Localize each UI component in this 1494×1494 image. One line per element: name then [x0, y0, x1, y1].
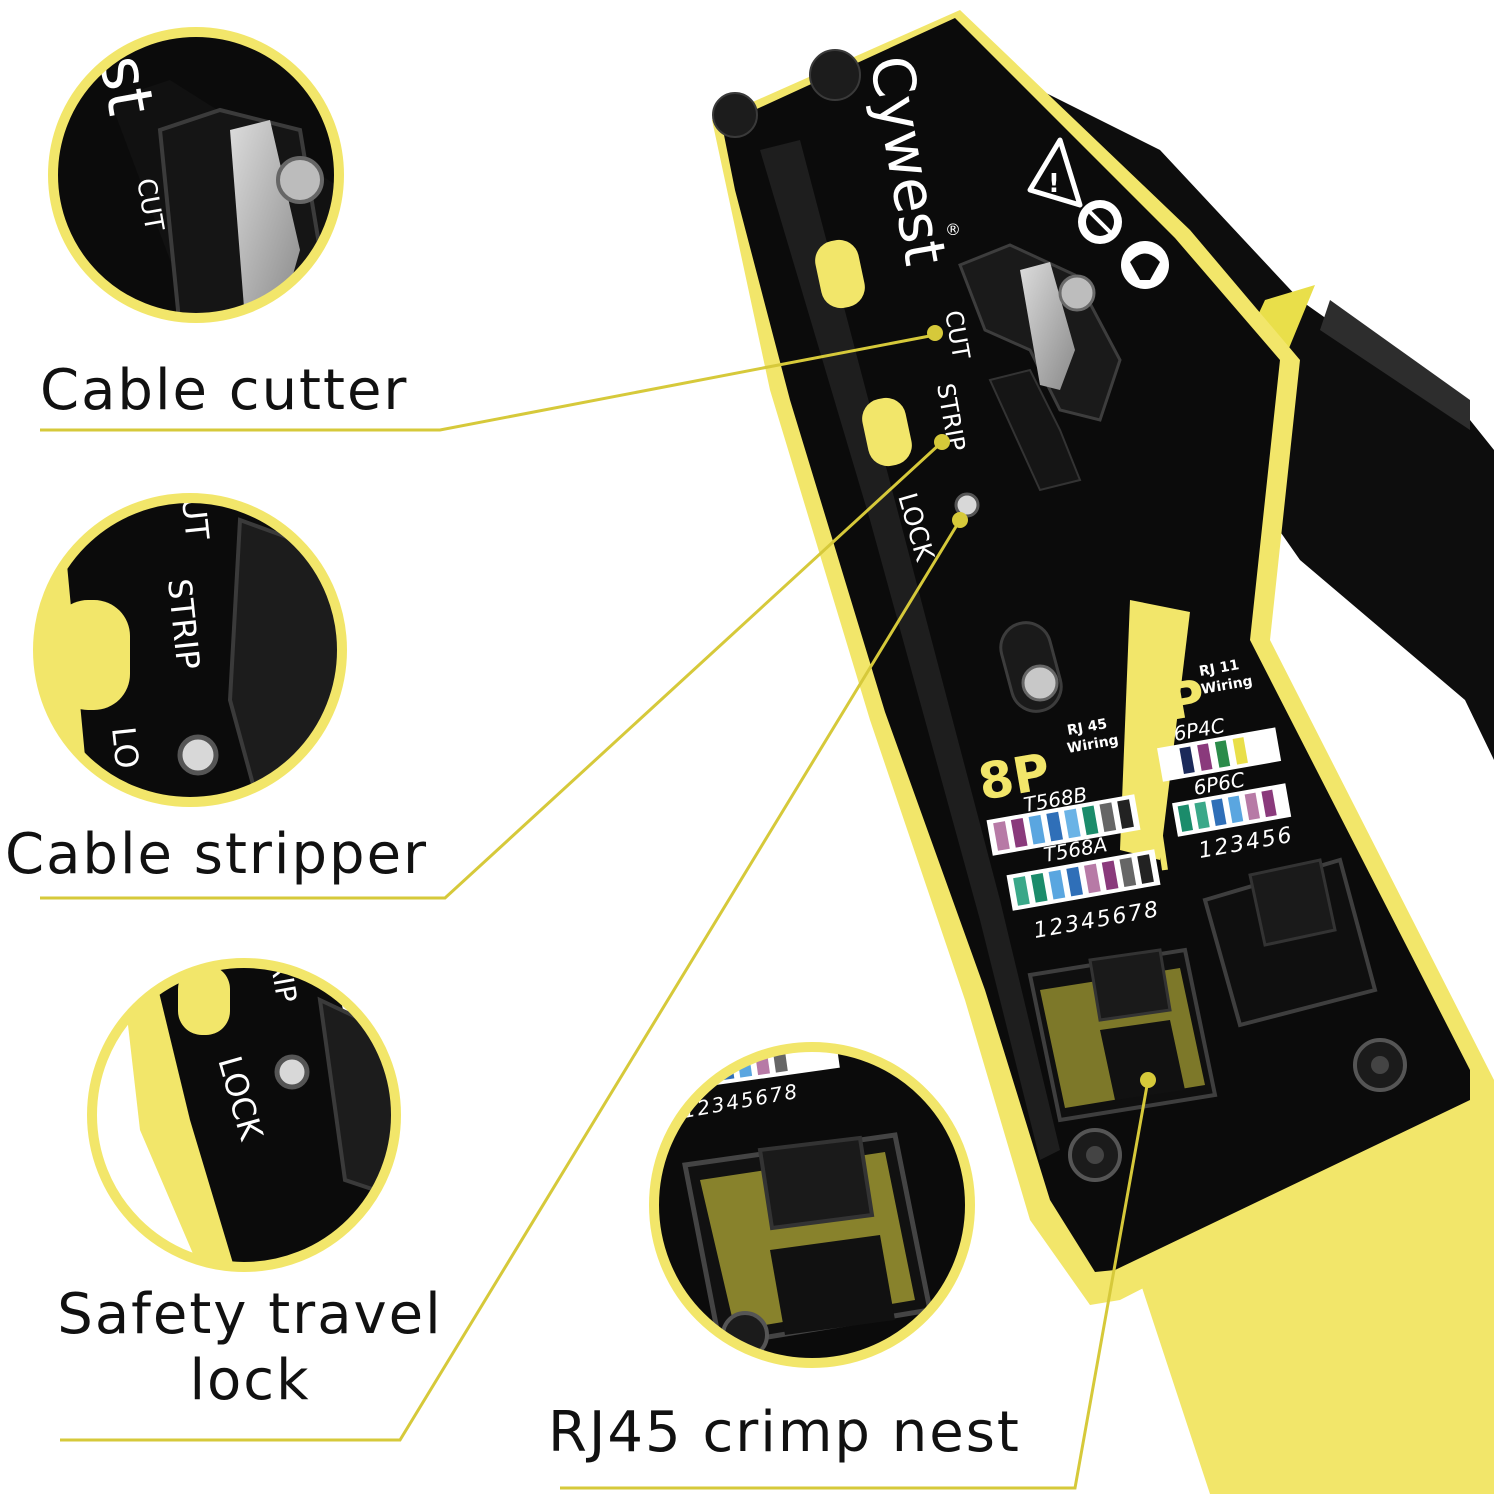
crimp-icon: [1121, 241, 1169, 289]
inset-cable-cutter: st CUT: [48, 27, 344, 323]
grip-pad: [862, 397, 912, 467]
callout-line-lock: [60, 519, 962, 1442]
callout-line-cutter: [40, 333, 936, 432]
callout-dot-cutter: [927, 325, 943, 341]
body-gloss: [760, 140, 1060, 1160]
stripper-slot: [988, 368, 1082, 492]
no-hand-icon: [1078, 200, 1122, 244]
bottom-rivet: [1371, 1056, 1389, 1074]
top-knob: [712, 92, 758, 138]
label-cable-cutter: Cable cutter: [40, 358, 409, 423]
inset-b-lock: LO: [104, 725, 146, 771]
label-safety-travel-lock: Safety travel lock: [40, 1282, 460, 1414]
callout-line-nest: [560, 1079, 1150, 1490]
rj45-crimp-nest: [1027, 947, 1218, 1123]
label-rj45: RJ 45: [1066, 716, 1109, 739]
rj11-crimp-nest: [1202, 857, 1378, 1028]
wiring-plate-accent: [1120, 600, 1190, 860]
callout-dots: [927, 325, 1156, 1088]
label-safety-line2: lock: [189, 1348, 311, 1413]
wire-strip-6p4c: [1157, 727, 1282, 782]
inset-b-cut: UT: [174, 495, 216, 542]
brand-registered: ®: [945, 220, 961, 239]
crimping-tool: Cywest ® ! CUT STRIP LOCK: [712, 10, 1494, 1494]
svg-text:!: !: [1048, 169, 1060, 199]
callout-lines: [40, 333, 1150, 1490]
grip-pad: [815, 239, 865, 309]
callout-line-stripper: [40, 440, 944, 900]
inset-crimp-nest: 12345678: [649, 1042, 975, 1368]
cutter-blade: [1020, 262, 1075, 390]
inset-cable-stripper: UT STRIP LO: [33, 493, 347, 807]
label-cable-stripper: Cable stripper: [5, 822, 429, 887]
lock-button: [954, 492, 980, 518]
inset-b-strip: STRIP: [160, 577, 207, 671]
label-rj11: RJ 11: [1198, 657, 1241, 680]
wire-strip-t568a: [1006, 849, 1161, 911]
callout-dot-lock: [952, 512, 968, 528]
label-rj45-crimp-nest: RJ45 crimp nest: [548, 1400, 1021, 1465]
callout-dot-nest: [1140, 1072, 1156, 1088]
label-safety-line1: Safety travel: [57, 1282, 443, 1347]
plate-divider: [1137, 699, 1168, 871]
bottom-rivet: [1086, 1146, 1104, 1164]
top-knob: [809, 49, 861, 101]
inset-safety-lock: RIP LOCK: [87, 958, 401, 1272]
warning-icon: !: [1027, 137, 1083, 208]
label-8p: 8P: [974, 742, 1054, 812]
wire-strip-t568b: [986, 794, 1141, 856]
blade-screw: [1058, 274, 1096, 312]
wire-strip-6p6c: [1172, 783, 1292, 837]
pivot-screw: [1021, 664, 1059, 702]
handle-highlight: [1320, 300, 1470, 430]
callout-dot-stripper: [934, 434, 950, 450]
